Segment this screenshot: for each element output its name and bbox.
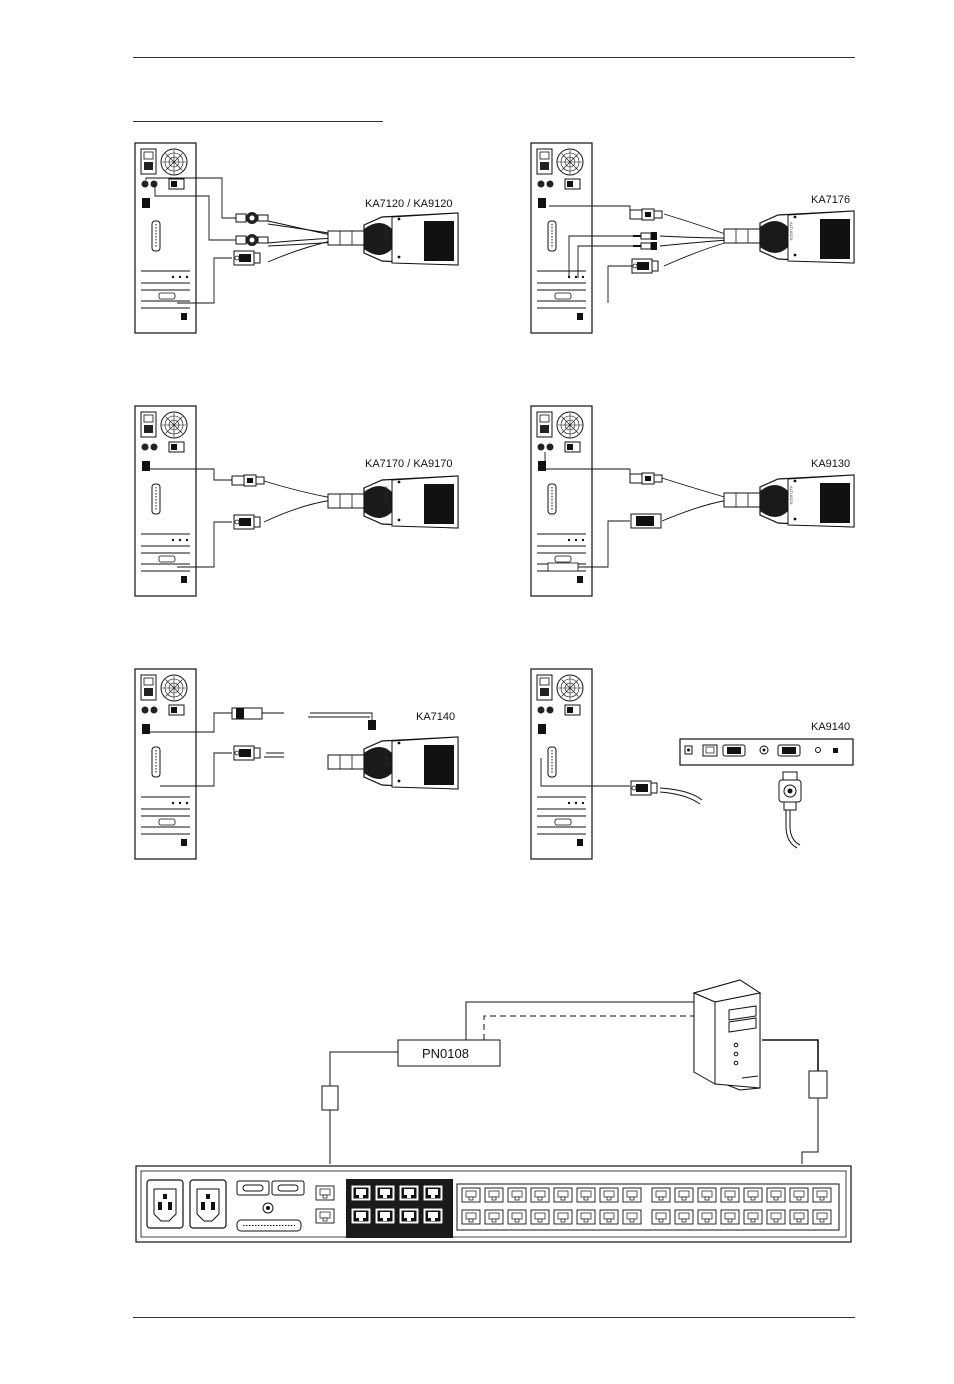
pdu-rj45-port	[399, 1185, 419, 1201]
kvm-rj45-port	[622, 1187, 642, 1203]
kvm-rj45-port	[599, 1209, 619, 1225]
kvm-rj45-port	[789, 1209, 809, 1225]
ka7176-adapter	[723, 210, 855, 264]
kvm-rj45-port	[651, 1187, 671, 1203]
ka7140-adapter	[327, 736, 459, 790]
computer-back-panel	[134, 668, 197, 860]
kvm-rj45-port	[789, 1187, 809, 1203]
kvm-rj45-port	[530, 1209, 550, 1225]
ka7170-adapter	[327, 475, 459, 529]
kvm-rj45-port	[553, 1187, 573, 1203]
kvm-rj45-port	[651, 1209, 671, 1225]
kvm-rj45-port	[743, 1187, 763, 1203]
figure-ka9140: KA9140	[530, 668, 854, 860]
kvm-rj45-port	[720, 1209, 740, 1225]
kvm-rj45-port	[484, 1187, 504, 1203]
kvm-rj45-port	[697, 1209, 717, 1225]
kvm-rj45-port	[766, 1187, 786, 1203]
adapter-brand-text: ALTUSCN	[384, 486, 389, 504]
pdu-rj45-port	[399, 1208, 419, 1224]
kvm-rj45-port	[766, 1209, 786, 1225]
kvm-rj45-port	[812, 1187, 832, 1203]
section-heading-underline	[133, 121, 383, 122]
kvm-rj45-port	[812, 1209, 832, 1225]
kvm-rj45-port	[622, 1209, 642, 1225]
adapter-block-right	[808, 1070, 828, 1099]
computer-back-panel	[134, 142, 197, 334]
kvm-rj45-port	[576, 1209, 596, 1225]
pdu-rj45-port	[375, 1185, 395, 1201]
kvm-rj45-port	[461, 1209, 481, 1225]
pdu-rj45-port	[423, 1185, 443, 1201]
figure-ka7170-ka9170: ALTUSCN KA7170 / KA9170	[134, 405, 459, 597]
figure-ka7176: ALTUSCN KA7176	[530, 142, 855, 334]
adapter-label-ka7140: KA7140	[416, 711, 455, 723]
adapter-label-ka7120-ka9120: KA7120 / KA9120	[365, 198, 452, 210]
server-to-adapter-line	[762, 1039, 819, 1071]
footer-rule	[133, 1317, 855, 1318]
kvm-switch-back-panel	[135, 1165, 852, 1243]
adapter-brand-text: ALTUSCN	[789, 486, 794, 504]
adapter-brand-text: ALTUSCN	[384, 748, 389, 766]
pdu-dashed-line	[483, 1015, 694, 1040]
pn0108-box	[397, 1039, 501, 1067]
pdu-to-adapter-line	[329, 1051, 398, 1086]
pn0108-label: PN0108	[422, 1046, 469, 1061]
kvm-rj45-port	[599, 1187, 619, 1203]
header-rule	[133, 57, 855, 58]
kvm-rj45-port	[743, 1209, 763, 1225]
computer-back-panel	[134, 405, 197, 597]
pdu-rj45-port	[375, 1208, 395, 1224]
pdu-rj45-port	[351, 1185, 371, 1201]
figure-ka9130: ALTUSCN KA9130	[530, 405, 855, 597]
pdu-power-line	[465, 1001, 694, 1040]
ka7120-adapter	[327, 212, 459, 266]
adapter-brand-text: ALTUSCN	[384, 225, 389, 243]
kvm-rj45-port	[674, 1209, 694, 1225]
kvm-rj45-port	[553, 1209, 573, 1225]
computer-back-panel	[530, 668, 593, 860]
adapter-brand-text: ALTUSCN	[789, 222, 794, 240]
kvm-rj45-port	[697, 1187, 717, 1203]
adapter-label-ka9130: KA9130	[811, 458, 850, 470]
adapter-block-left	[321, 1085, 339, 1111]
power-inlet-2	[189, 1179, 227, 1229]
pdu-rj45-port	[423, 1208, 443, 1224]
kvm-rj45-port	[484, 1209, 504, 1225]
figure-ka7120-ka9120: ALTUSCN KA7120 / KA9120	[134, 142, 459, 334]
figure-ka7140: ALTUSCN KA7140	[134, 668, 459, 860]
kvm-rj45-port	[507, 1187, 527, 1203]
server-tower	[692, 979, 762, 1091]
adapter-label-ka7176: KA7176	[811, 194, 850, 206]
pdu-rj45-port	[351, 1208, 371, 1224]
ka9130-adapter	[723, 474, 855, 528]
adapter-label-ka7170-ka9170: KA7170 / KA9170	[365, 458, 452, 470]
kvm-rj45-port	[530, 1187, 550, 1203]
kvm-rj45-port	[461, 1187, 481, 1203]
kvm-switch-diagram: PN0108	[135, 979, 852, 1243]
kvm-rj45-port	[576, 1187, 596, 1203]
kvm-rj45-port	[720, 1187, 740, 1203]
kvm-rj45-port	[507, 1209, 527, 1225]
computer-back-panel	[530, 142, 593, 334]
power-inlet-1	[146, 1179, 184, 1229]
kvm-rj45-port	[674, 1187, 694, 1203]
adapter-label-ka9140: KA9140	[811, 721, 850, 733]
